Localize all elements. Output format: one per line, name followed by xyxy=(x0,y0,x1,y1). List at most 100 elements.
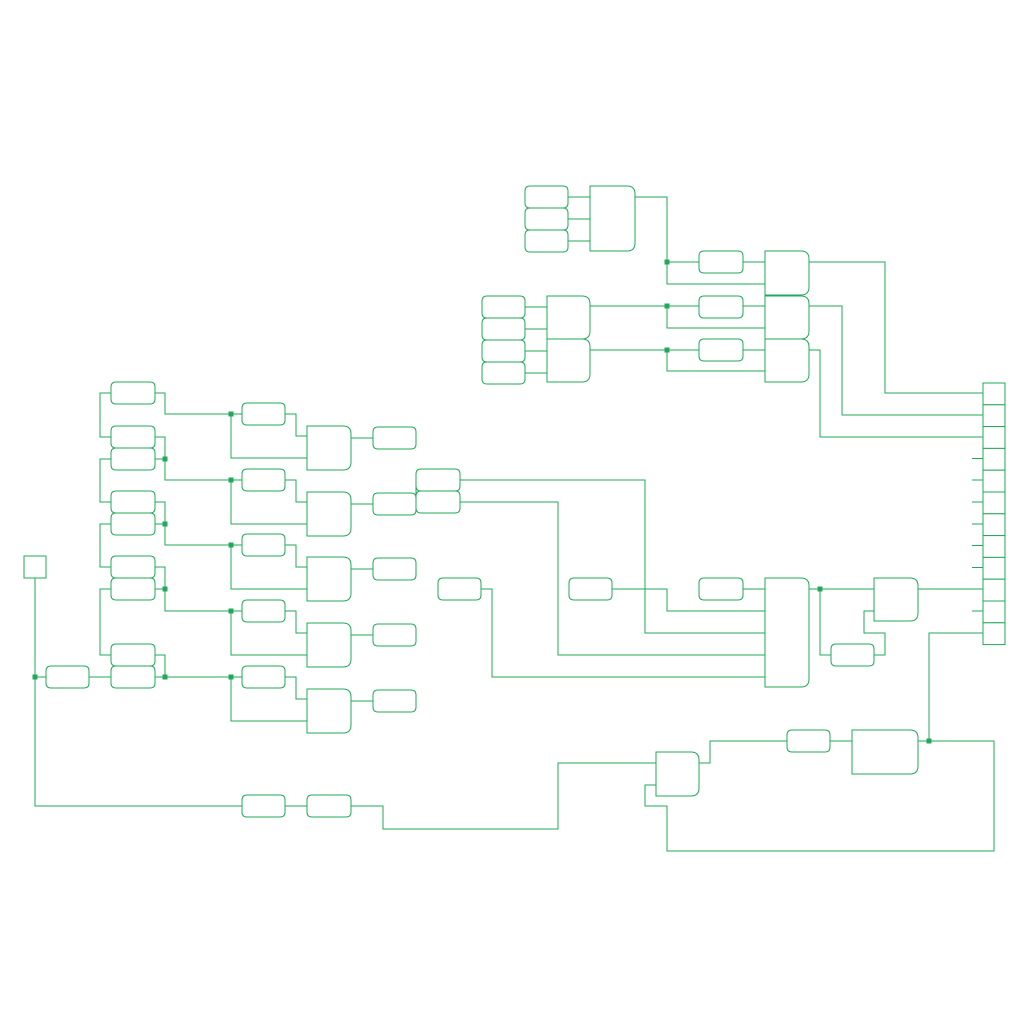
bus-connector-pin xyxy=(982,404,1006,428)
wire xyxy=(666,306,765,329)
wire xyxy=(809,261,983,394)
logic-gate xyxy=(764,250,810,296)
wire xyxy=(230,611,307,656)
wire xyxy=(644,740,995,852)
wire xyxy=(863,610,886,656)
junction-dot xyxy=(817,586,823,592)
logic-gate xyxy=(306,556,352,602)
logic-gate xyxy=(589,185,636,252)
logic-gate xyxy=(306,622,352,668)
logic-gate xyxy=(306,425,352,471)
junction-dot xyxy=(228,477,234,483)
wire xyxy=(351,762,656,830)
wire xyxy=(285,676,307,700)
wire xyxy=(809,349,983,438)
buffer-gate xyxy=(524,229,569,253)
junction-dot xyxy=(228,674,234,680)
buffer-gate xyxy=(481,295,526,319)
logic-gate xyxy=(851,729,919,775)
buffer-gate xyxy=(415,468,461,492)
wire xyxy=(155,501,242,546)
logic-gate xyxy=(546,338,591,383)
wire xyxy=(928,632,983,741)
buffer-gate xyxy=(481,339,526,363)
input-pin-box xyxy=(23,555,47,579)
bus-connector-pin xyxy=(982,535,1006,558)
junction-dot xyxy=(228,411,234,417)
wire-layer xyxy=(34,196,995,852)
wire xyxy=(155,654,166,677)
buffer-gate xyxy=(110,425,156,449)
wire xyxy=(230,677,307,722)
logic-gate xyxy=(306,688,352,734)
bus-connector-pin xyxy=(982,600,1006,624)
buffer-gate xyxy=(110,490,156,514)
buffer-gate xyxy=(241,794,286,818)
wire xyxy=(155,392,242,415)
junction-dot xyxy=(162,586,168,592)
wire xyxy=(99,523,111,568)
wire xyxy=(460,501,765,656)
buffer-gate xyxy=(372,492,417,516)
buffer-gate xyxy=(830,643,875,667)
buffer-gate xyxy=(568,577,613,601)
bus-connector-pin xyxy=(982,513,1006,537)
junction-dot xyxy=(664,259,670,265)
buffer-gate xyxy=(481,317,526,341)
buffer-gate xyxy=(786,729,831,753)
buffer-gate xyxy=(241,468,286,492)
bus-connector-pin xyxy=(982,469,1006,493)
logic-gate xyxy=(306,491,352,537)
wire xyxy=(819,589,831,656)
buffer-gate xyxy=(45,665,90,689)
buffer-gate xyxy=(437,577,482,601)
buffer-gate xyxy=(524,185,569,209)
logic-gate xyxy=(546,295,591,340)
bus-connector-pin xyxy=(982,491,1006,515)
wire xyxy=(230,480,307,525)
wire xyxy=(460,479,765,634)
wire xyxy=(666,350,765,372)
bus-connector-pin xyxy=(982,447,1006,471)
buffer-gate xyxy=(698,577,744,601)
junction-dot xyxy=(926,738,932,744)
bus-connector-pin xyxy=(982,556,1006,580)
bus-port-layer xyxy=(982,382,1006,646)
buffer-gate xyxy=(110,577,156,601)
buffer-gate xyxy=(698,250,744,274)
buffer-gate xyxy=(110,665,156,689)
junction-dot xyxy=(228,542,234,548)
buffer-gate xyxy=(241,402,286,426)
logic-gate xyxy=(764,338,810,383)
wire xyxy=(612,588,765,612)
junction-dot xyxy=(664,347,670,353)
junction-dot xyxy=(228,608,234,614)
buffer-gate xyxy=(110,643,156,667)
wire xyxy=(809,305,983,416)
buffer-gate xyxy=(306,794,352,818)
wire xyxy=(635,196,765,285)
wire xyxy=(155,436,242,481)
buffer-gate xyxy=(372,623,417,647)
wire xyxy=(99,588,111,656)
wire xyxy=(34,578,242,807)
buffer-gate xyxy=(110,381,156,405)
logic-gate xyxy=(764,577,810,688)
junction-dot xyxy=(162,521,168,527)
wire xyxy=(155,566,242,612)
wire xyxy=(99,458,111,503)
wire xyxy=(699,740,787,764)
junction-dot xyxy=(162,674,168,680)
logic-gate xyxy=(764,295,810,340)
logic-gate xyxy=(873,577,919,622)
junction-dot xyxy=(32,674,38,680)
bus-connector-pin xyxy=(982,382,1006,406)
wire xyxy=(481,588,765,678)
buffer-gate xyxy=(372,689,417,713)
wire xyxy=(99,392,111,438)
bus-connector-pin xyxy=(982,578,1006,602)
buffer-gate xyxy=(481,361,526,385)
wire xyxy=(230,414,307,459)
bus-connector-pin xyxy=(982,426,1006,449)
